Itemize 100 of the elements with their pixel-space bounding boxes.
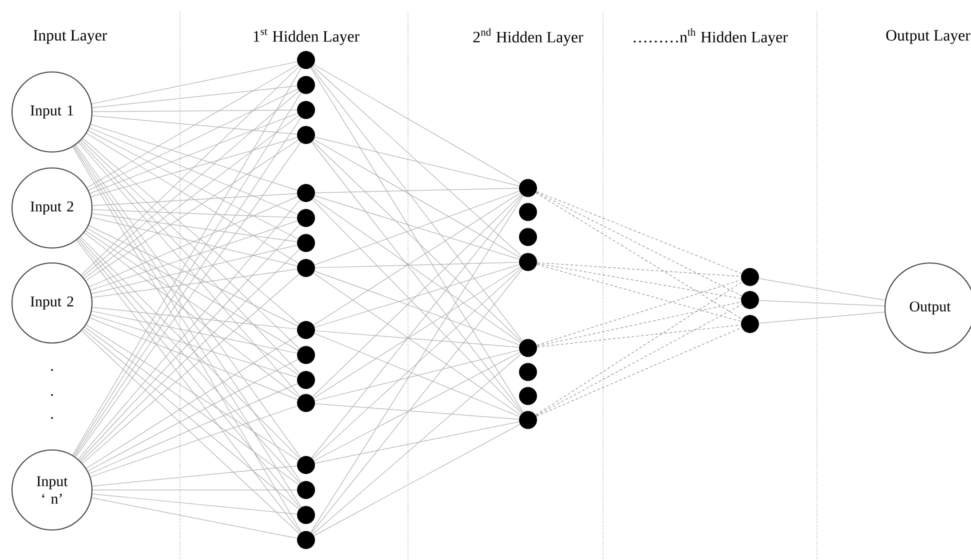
connection-line [92, 494, 297, 514]
neuron-dot [297, 126, 315, 144]
connection-line [86, 64, 298, 188]
connection-line [311, 67, 523, 341]
neuron-dot [519, 363, 537, 381]
connection-line [88, 383, 298, 474]
connection-line [314, 192, 520, 326]
connection-line [310, 68, 524, 412]
neuron-dot [741, 315, 759, 333]
neuron-dot [297, 531, 315, 549]
layer-heading: ………n$^{th}$ Hidden Layer [634, 28, 788, 46]
connection-line [311, 142, 523, 413]
connection-line [90, 113, 298, 194]
connection-line [92, 209, 297, 218]
connection-line [86, 228, 298, 351]
connection-line [537, 324, 741, 348]
connection-line [92, 213, 298, 242]
neuron-dot [297, 456, 315, 474]
ellipsis-dot: . [51, 417, 53, 419]
connection-line [92, 268, 298, 298]
connection-line [759, 312, 885, 324]
connection-line [536, 192, 742, 296]
connection-line [91, 498, 298, 538]
connection-line [87, 359, 298, 472]
connection-line [90, 124, 298, 190]
connection-line [89, 318, 298, 400]
connection-line [314, 270, 520, 346]
connection-line [315, 330, 519, 348]
connection-line [90, 137, 298, 198]
connection-line [86, 140, 299, 281]
connection-line [536, 280, 742, 346]
connection-line [85, 230, 299, 376]
connection-line [91, 62, 298, 104]
neuron-dot [297, 371, 315, 389]
connection-line [314, 64, 520, 184]
connection-line [90, 314, 298, 378]
layer-heading: Output Layer [886, 30, 970, 44]
connection-line [312, 194, 522, 458]
connection-line [92, 110, 297, 112]
neuron-dot [519, 179, 537, 197]
connection-line [758, 278, 886, 301]
connection-line [315, 403, 519, 420]
neuron-dot [519, 387, 537, 405]
connection-line [536, 191, 742, 274]
connection-line [92, 86, 298, 108]
connection-line [84, 232, 299, 398]
connection-line [88, 130, 298, 240]
connection-line [312, 269, 522, 533]
connection-line [759, 300, 885, 306]
connection-line [536, 263, 742, 299]
neuron-dot [297, 259, 315, 277]
layer-heading: Input Layer [33, 30, 107, 44]
neuron-dot [741, 268, 759, 286]
connection-line [91, 217, 298, 266]
connection-line [314, 136, 520, 186]
neuron-dot [297, 234, 315, 252]
neuron-dot [297, 76, 315, 94]
connection-line [315, 262, 519, 268]
connection-line [312, 268, 522, 459]
neuron-dot [519, 339, 537, 357]
connection-line [310, 196, 524, 532]
connection-line [92, 193, 297, 206]
connection-line [536, 302, 742, 346]
connection-line [314, 264, 520, 328]
neuron-dot [297, 481, 315, 499]
neuron-dot [297, 506, 315, 524]
neuron-dot [297, 394, 315, 412]
ellipsis-dot: . [51, 394, 53, 396]
neuron-dot [741, 291, 759, 309]
connection-line [313, 272, 521, 416]
neuron-dot [519, 411, 537, 429]
connection-line [536, 192, 742, 320]
connection-line [84, 326, 299, 485]
connection-line [90, 406, 298, 478]
connection-line [315, 188, 519, 194]
connection-line [314, 424, 520, 536]
connection-line [91, 244, 298, 294]
connection-line [90, 220, 298, 290]
neuron-dot [297, 321, 315, 339]
neuron-dot [297, 346, 315, 364]
connection-line [92, 306, 298, 330]
connection-line [88, 88, 298, 191]
neuron-dot [519, 253, 537, 271]
connection-line [536, 282, 742, 416]
connection-line [88, 196, 298, 288]
connection-line [313, 198, 521, 343]
connection-line [92, 115, 297, 134]
connection-line [536, 304, 742, 416]
ellipsis-dot: . [51, 369, 53, 371]
connection-line [314, 266, 520, 398]
connection-line [312, 66, 522, 256]
connection-line [536, 327, 742, 417]
neuron-dot [519, 228, 537, 246]
connection-line [312, 141, 522, 342]
connection-line [89, 127, 298, 215]
connection-line [88, 225, 298, 326]
connection-line [314, 422, 520, 464]
neuron-dot [297, 209, 315, 227]
connection-line [314, 352, 520, 461]
connection-line [86, 132, 298, 264]
